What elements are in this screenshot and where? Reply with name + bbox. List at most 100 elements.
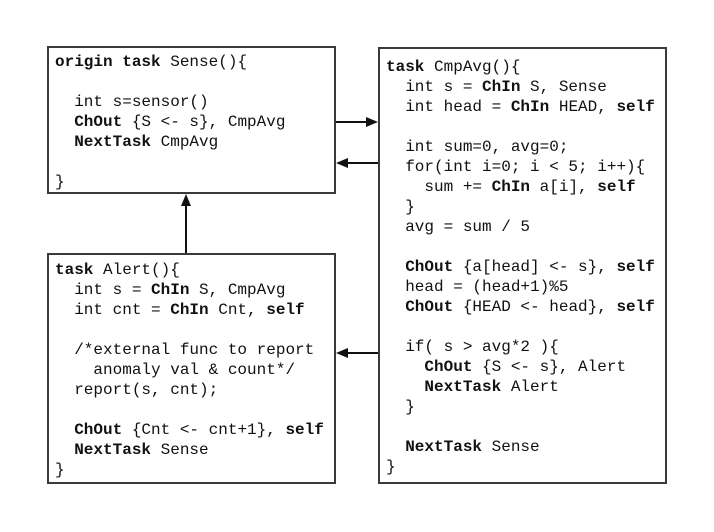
code-keyword: self xyxy=(285,421,324,439)
code-line: origin task Sense(){ xyxy=(55,52,329,72)
code-line xyxy=(386,317,660,337)
code-text: } xyxy=(386,198,415,216)
arrowhead-up-icon xyxy=(181,194,191,206)
code-line: for(int i=0; i < 5; i++){ xyxy=(386,157,660,177)
code-text: {HEAD <- head}, xyxy=(453,298,617,316)
code-text: CmpAvg xyxy=(151,133,219,151)
code-line: int s=sensor() xyxy=(55,92,329,112)
code-line: } xyxy=(386,457,660,477)
code-text xyxy=(386,358,424,376)
code-text: {S <- s}, Alert xyxy=(472,358,627,376)
arrow-line xyxy=(336,121,368,123)
code-line: if( s > avg*2 ){ xyxy=(386,337,660,357)
arrow-line xyxy=(347,352,378,354)
code-keyword: ChOut xyxy=(74,421,123,439)
code-text: Sense xyxy=(482,438,540,456)
code-keyword: NextTask xyxy=(424,378,502,396)
code-line: task Alert(){ xyxy=(55,260,329,280)
code-text xyxy=(55,133,74,151)
code-text: if( s > avg*2 ){ xyxy=(386,338,559,356)
code-text: head = (head+1)%5 xyxy=(386,278,569,296)
code-line: } xyxy=(55,460,329,480)
code-line: int s = ChIn S, CmpAvg xyxy=(55,280,329,300)
code-line: ChOut {Cnt <- cnt+1}, self xyxy=(55,420,329,440)
code-text: } xyxy=(386,458,396,476)
code-text: } xyxy=(55,461,65,479)
code-keyword: ChOut xyxy=(405,298,454,316)
code-line: NextTask Sense xyxy=(386,437,660,457)
code-text: int s=sensor() xyxy=(55,93,209,111)
code-line: int s = ChIn S, Sense xyxy=(386,77,660,97)
code-text: anomaly val & count*/ xyxy=(55,361,296,379)
code-line xyxy=(55,320,329,340)
code-keyword: ChIn xyxy=(491,178,531,196)
code-keyword: self xyxy=(616,298,655,316)
code-keyword: self xyxy=(597,178,636,196)
code-text: Sense xyxy=(151,441,209,459)
code-line xyxy=(386,237,660,257)
code-keyword: ChOut xyxy=(424,358,473,376)
code-keyword: self xyxy=(616,98,655,116)
code-text: } xyxy=(55,173,65,191)
code-line: ChOut {HEAD <- head}, self xyxy=(386,297,660,317)
code-text xyxy=(55,441,74,459)
code-text: CmpAvg(){ xyxy=(424,58,521,76)
code-keyword: self xyxy=(266,301,305,319)
code-text: int cnt = xyxy=(55,301,171,319)
code-text: {S <- s}, CmpAvg xyxy=(122,113,286,131)
alert-task-box: task Alert(){ int s = ChIn S, CmpAvg int… xyxy=(47,253,336,484)
code-text: report(s, cnt); xyxy=(55,381,219,399)
arrow-line xyxy=(185,205,187,253)
code-text: Alert xyxy=(501,378,559,396)
code-line: task CmpAvg(){ xyxy=(386,57,660,77)
code-line: int sum=0, avg=0; xyxy=(386,137,660,157)
code-line: ChOut {a[head] <- s}, self xyxy=(386,257,660,277)
code-line: ChOut {S <- s}, Alert xyxy=(386,357,660,377)
code-text: Alert(){ xyxy=(93,261,180,279)
code-line: head = (head+1)%5 xyxy=(386,277,660,297)
code-text xyxy=(55,113,74,131)
code-keyword: self xyxy=(616,258,655,276)
code-line: ChOut {S <- s}, CmpAvg xyxy=(55,112,329,132)
code-line: int cnt = ChIn Cnt, self xyxy=(55,300,329,320)
code-text xyxy=(386,298,405,316)
code-keyword: origin task xyxy=(55,53,161,71)
code-text: } xyxy=(386,398,415,416)
code-line: sum += ChIn a[i], self xyxy=(386,177,660,197)
code-text: /*external func to report xyxy=(55,341,315,359)
code-keyword: ChIn xyxy=(510,98,550,116)
code-line: anomaly val & count*/ xyxy=(55,360,329,380)
code-line: } xyxy=(386,397,660,417)
cmpavg-task-box: task CmpAvg(){ int s = ChIn S, Sense int… xyxy=(378,47,667,484)
code-line xyxy=(55,400,329,420)
code-line: int head = ChIn HEAD, self xyxy=(386,97,660,117)
code-line: NextTask Sense xyxy=(55,440,329,460)
code-text: Sense(){ xyxy=(160,53,248,71)
code-line: } xyxy=(55,172,329,192)
code-text: avg = sum / 5 xyxy=(386,218,531,236)
code-text: int sum=0, avg=0; xyxy=(386,138,569,156)
code-text xyxy=(386,378,424,396)
code-line: report(s, cnt); xyxy=(55,380,329,400)
code-keyword: ChOut xyxy=(405,258,454,276)
code-text: for(int i=0; i < 5; i++){ xyxy=(386,158,646,176)
code-line: NextTask CmpAvg xyxy=(55,132,329,152)
code-text xyxy=(386,438,405,456)
code-text: a[i], xyxy=(530,178,598,196)
code-text: Cnt, xyxy=(208,301,267,319)
code-text xyxy=(386,258,405,276)
code-text: S, CmpAvg xyxy=(189,281,286,299)
code-keyword: ChIn xyxy=(170,301,209,319)
code-text: {Cnt <- cnt+1}, xyxy=(122,421,286,439)
code-text: int s = xyxy=(386,78,483,96)
code-line: /*external func to report xyxy=(55,340,329,360)
arrowhead-left-icon xyxy=(336,158,348,168)
code-text: int head = xyxy=(386,98,511,116)
code-line: NextTask Alert xyxy=(386,377,660,397)
sense-task-box: origin task Sense(){ int s=sensor() ChOu… xyxy=(47,46,336,194)
code-text xyxy=(55,421,74,439)
code-line xyxy=(386,117,660,137)
code-line xyxy=(55,72,329,92)
code-line xyxy=(55,152,329,172)
code-text: {a[head] <- s}, xyxy=(453,258,617,276)
